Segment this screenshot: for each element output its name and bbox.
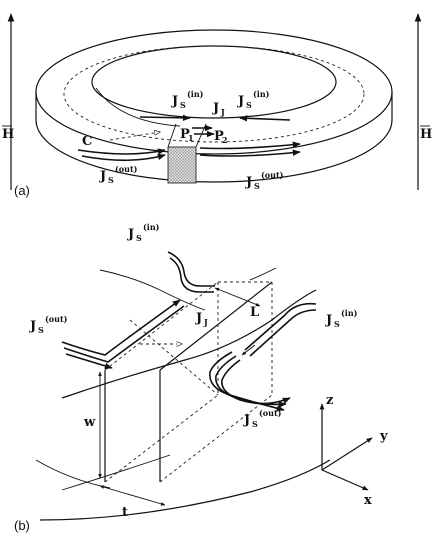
a-js-out-right-sup: (out) bbox=[261, 170, 284, 180]
junction-block bbox=[167, 123, 207, 184]
axis-z-label: z bbox=[326, 393, 333, 408]
axis-x bbox=[321, 469, 369, 491]
a-js-out-right-sub: S bbox=[254, 181, 260, 191]
a-contour-label: C bbox=[82, 134, 92, 149]
panel-b-label: (b) bbox=[14, 518, 30, 533]
field-label-right: H bbox=[420, 127, 432, 142]
b-js-in-right-sup: (in) bbox=[341, 308, 358, 318]
b-currents bbox=[61, 251, 317, 412]
b-js-in-right: J bbox=[325, 313, 332, 328]
a-p1-sub: 1 bbox=[188, 133, 194, 143]
a-js-out-right: J bbox=[245, 175, 252, 190]
panel-b: z y x J S (in) J S (in) J S (out) J S (o… bbox=[14, 222, 388, 533]
b-jj: J bbox=[195, 311, 202, 326]
b-js-in-right-sub: S bbox=[334, 319, 340, 329]
b-js-out-bottom-sup: (out) bbox=[259, 408, 282, 418]
axis-y-label: y bbox=[379, 429, 388, 444]
b-axes: z y x bbox=[319, 393, 388, 508]
a-js-in-right: J bbox=[237, 94, 244, 109]
b-dimensions bbox=[98, 287, 261, 506]
b-js-out-left-sub: S bbox=[38, 325, 44, 335]
a-p2-sub: 2 bbox=[222, 135, 228, 145]
a-js-in-right-sub: S bbox=[246, 100, 252, 110]
a-js-in-left-sub: S bbox=[180, 100, 186, 110]
ring-body bbox=[35, 29, 393, 183]
a-js-in-left: J bbox=[171, 94, 178, 109]
a-p1: P bbox=[180, 127, 190, 142]
b-js-out-bottom: J bbox=[243, 413, 250, 428]
a-p2: P bbox=[214, 129, 224, 144]
b-js-in-top-sub: S bbox=[136, 233, 142, 243]
axis-x-label: x bbox=[364, 493, 372, 508]
a-js-in-right-sup: (in) bbox=[253, 89, 270, 99]
b-thickness-label: t bbox=[122, 505, 128, 520]
b-jj-sub: J bbox=[203, 317, 208, 327]
panel-a: H H bbox=[2, 13, 432, 198]
field-label-left: H bbox=[2, 127, 14, 142]
panel-a-label: (a) bbox=[14, 183, 30, 198]
b-ring-edges bbox=[35, 267, 331, 521]
b-js-out-left-sup: (out) bbox=[45, 314, 68, 324]
panel-a-currents bbox=[77, 114, 301, 162]
a-jj-sub: J bbox=[220, 107, 225, 117]
field-arrow-right: H bbox=[414, 13, 432, 190]
b-js-in-top: J bbox=[127, 227, 134, 242]
axis-y bbox=[321, 437, 373, 471]
b-width-label: w bbox=[83, 415, 96, 430]
a-js-out-left-sub: S bbox=[108, 175, 114, 185]
a-js-out-left-sup: (out) bbox=[115, 164, 138, 174]
a-jj: J bbox=[212, 101, 219, 116]
b-length-label: L bbox=[250, 305, 259, 320]
b-junction-block bbox=[104, 281, 273, 483]
b-js-in-top-sup: (in) bbox=[143, 222, 160, 232]
field-arrow-left: H bbox=[2, 13, 15, 190]
a-js-out-left: J bbox=[99, 169, 106, 184]
b-js-out-left: J bbox=[29, 319, 36, 334]
a-js-in-left-sup: (in) bbox=[187, 89, 204, 99]
b-js-out-bottom-sub: S bbox=[252, 419, 258, 429]
